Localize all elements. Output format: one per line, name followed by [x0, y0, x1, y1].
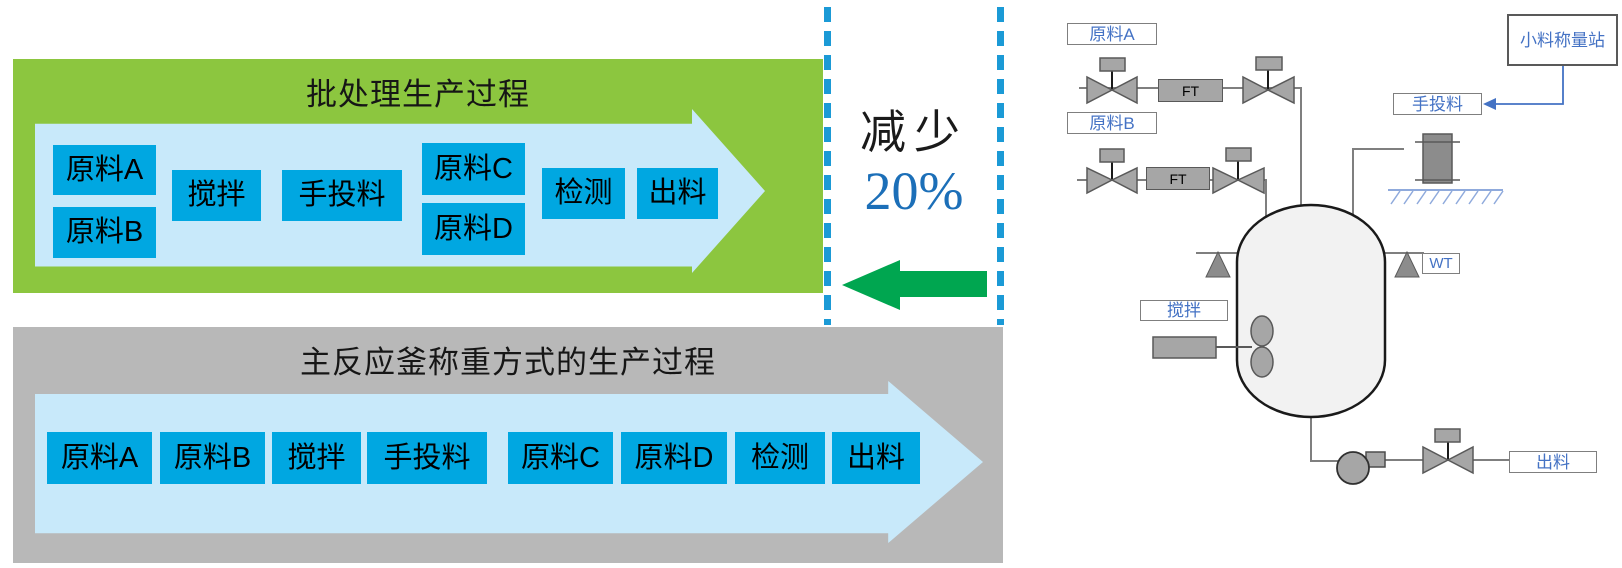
step-bottom-material-b: 原料B	[160, 432, 265, 484]
valve-material-a-1-icon	[1086, 57, 1138, 105]
dashed-divider-left	[824, 7, 831, 325]
pid-pipes	[1077, 87, 1509, 462]
stir-label: 搅拌	[1140, 300, 1228, 321]
material-a-label: 原料A	[1067, 23, 1157, 45]
ground-hatch-icon	[1388, 189, 1504, 205]
step-bottom-material-d: 原料D	[621, 432, 727, 484]
pipe-manual-feed	[1352, 148, 1404, 222]
step-bottom-manual-feed: 手投料	[367, 432, 487, 484]
batch-process-title: 批处理生产过程	[306, 77, 530, 112]
step-top-material-c: 原料C	[422, 143, 525, 195]
valve-material-b-1-icon	[1086, 148, 1138, 195]
agitator-blade-bottom-icon	[1250, 346, 1274, 378]
step-bottom-discharge: 出料	[832, 432, 920, 484]
pump-icon	[1336, 451, 1386, 485]
step-top-material-a: 原料A	[53, 145, 156, 195]
load-cell-left-icon	[1205, 250, 1231, 278]
agitator	[1152, 315, 1274, 378]
step-top-discharge: 出料	[637, 168, 718, 219]
material-b-label: 原料B	[1067, 112, 1157, 134]
valve-material-b-2-icon	[1212, 147, 1265, 195]
agitator-blade-top-icon	[1250, 315, 1274, 347]
valve-material-a-2-icon	[1242, 56, 1295, 105]
step-top-manual-feed: 手投料	[282, 170, 402, 221]
pipe-tank-outlet	[1310, 410, 1340, 462]
discharge-label: 出料	[1509, 451, 1597, 473]
valve-discharge-icon	[1422, 428, 1474, 475]
step-top-material-b: 原料B	[53, 207, 156, 258]
step-bottom-stir: 搅拌	[272, 432, 361, 484]
manual-feed-container-icon	[1415, 133, 1460, 184]
step-top-material-d: 原料D	[422, 203, 525, 255]
step-bottom-inspect: 检测	[735, 432, 825, 484]
small-material-weigh-station-label: 小料称量站	[1507, 14, 1618, 66]
pid-diagram	[1077, 56, 1564, 485]
station-connector-arrow	[1483, 66, 1564, 110]
step-bottom-material-a: 原料A	[47, 432, 152, 484]
pipe-material-b	[1077, 179, 1267, 220]
reduction-value: 20%	[864, 161, 964, 221]
manual-feed-label: 手投料	[1393, 93, 1482, 115]
dashed-divider-right	[997, 7, 1004, 325]
flow-transmitter-b-label: FT	[1146, 167, 1210, 190]
step-top-inspect: 检测	[542, 168, 625, 219]
load-cell-right-icon	[1394, 250, 1420, 278]
reduction-left-arrow-icon	[842, 260, 987, 310]
flow-transmitter-a-label: FT	[1158, 79, 1223, 102]
reduction-label: 减少	[860, 107, 968, 158]
pipe-material-a	[1079, 87, 1302, 220]
weight-transmitter-label: WT	[1422, 253, 1460, 274]
step-bottom-material-c: 原料C	[508, 432, 613, 484]
agitator-motor-icon	[1152, 336, 1217, 359]
weigh-process-title: 主反应釜称重方式的生产过程	[300, 345, 716, 380]
step-top-stir: 搅拌	[172, 170, 261, 221]
reactor-tank	[1235, 203, 1387, 419]
